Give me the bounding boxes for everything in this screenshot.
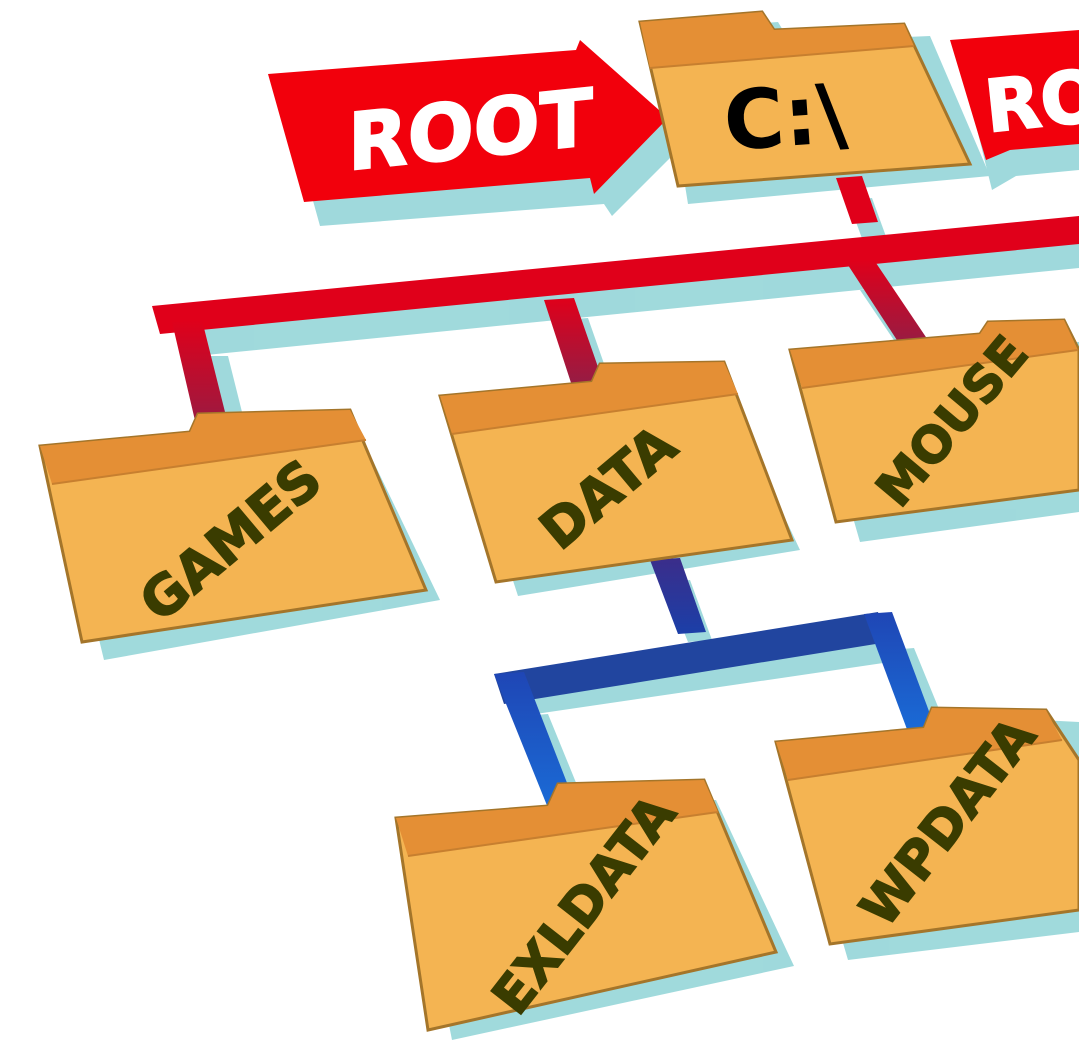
folder-data[interactable]: DATA <box>438 360 795 584</box>
root-folder-c[interactable]: C:\ <box>638 10 973 188</box>
stem-mouse <box>846 260 936 354</box>
stem-wpdata <box>864 612 936 732</box>
root-connectors <box>152 176 1079 442</box>
root-crossbar <box>152 216 1079 334</box>
data-stem <box>650 558 706 634</box>
root-arrow-right-label: RO <box>981 53 1079 149</box>
stem-data <box>544 298 606 392</box>
root-stem <box>836 176 878 224</box>
stem-games <box>172 320 232 442</box>
root-folder-label: C:\ <box>721 67 850 170</box>
stem-exldata <box>494 672 576 808</box>
root-arrow-left: ROOT <box>268 40 668 202</box>
folder-mouse[interactable]: MOUSE <box>788 318 1079 524</box>
folder-games[interactable]: GAMES <box>38 408 429 644</box>
data-crossbar <box>494 612 888 704</box>
root-arrow-right: RO <box>950 30 1079 160</box>
data-connectors <box>494 558 936 808</box>
folder-wpdata[interactable]: WPDATA <box>774 706 1079 946</box>
folder-exldata[interactable]: EXLDATA <box>394 778 779 1032</box>
